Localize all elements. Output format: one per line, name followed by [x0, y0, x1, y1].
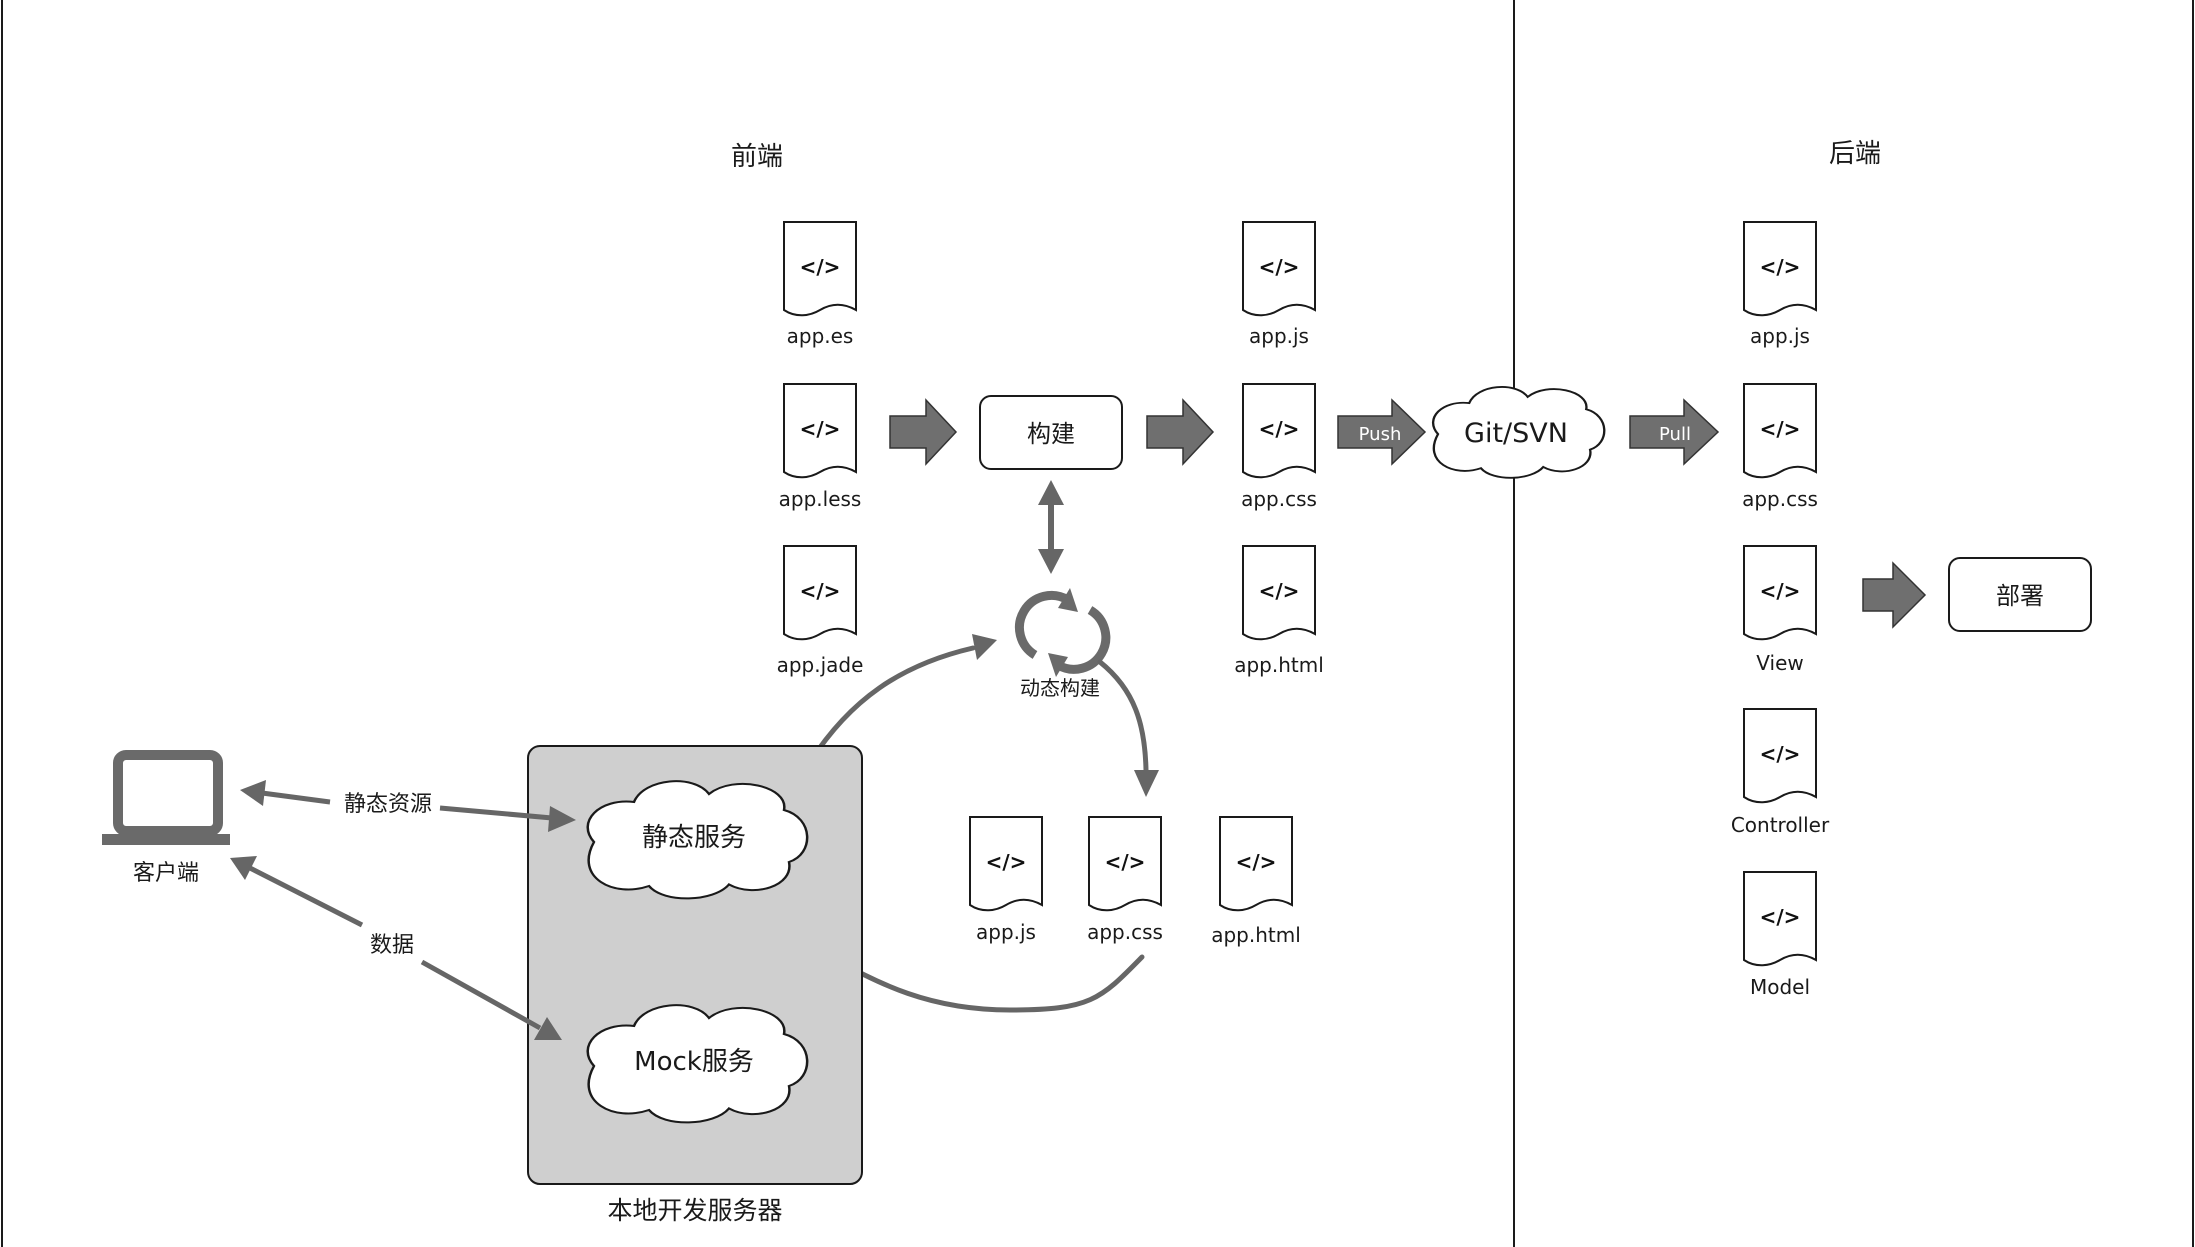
push-label: Push — [1359, 424, 1402, 445]
dynamic-file-app-css: </> app.css — [1087, 816, 1163, 944]
code-file-icon: </> — [1259, 417, 1300, 441]
data-label: 数据 — [370, 933, 414, 958]
deploy-label: 部署 — [1996, 582, 2044, 610]
build-box: 构建 — [979, 395, 1123, 470]
build-to-outputs-arrow — [1146, 398, 1215, 466]
code-file-icon: </> — [986, 850, 1027, 874]
file-label: app.less — [779, 487, 862, 511]
code-file-icon: </> — [1760, 417, 1801, 441]
file-label: app.jade — [777, 653, 864, 677]
build-label: 构建 — [1027, 420, 1075, 448]
code-file-icon: </> — [1259, 579, 1300, 603]
file-label: app.js — [976, 920, 1036, 944]
backend-file-controller: </> Controller — [1731, 708, 1830, 837]
code-file-icon: </> — [800, 255, 841, 279]
dev-server-label: 本地开发服务器 — [607, 1196, 782, 1225]
static-service-to-dynamic-build-arrow — [807, 634, 997, 765]
file-label: app.es — [787, 324, 854, 348]
frontend-section-title: 前端 — [731, 142, 783, 172]
refresh-cycle-icon — [1014, 588, 1111, 677]
file-label: Model — [1750, 975, 1810, 999]
file-label: app.js — [1249, 324, 1309, 348]
dynamic-build-to-outputs-arrow — [1097, 659, 1159, 797]
output-file-app-html: </> app.html — [1234, 545, 1324, 677]
code-file-icon: </> — [1760, 742, 1801, 766]
source-file-app-jade: </> app.jade — [777, 545, 864, 677]
client-label: 客户端 — [133, 861, 199, 886]
code-file-icon: </> — [800, 417, 841, 441]
pull-label: Pull — [1659, 424, 1691, 445]
output-file-app-css: </> app.css — [1241, 383, 1317, 511]
file-label: app.css — [1241, 487, 1317, 511]
backend-file-app-css: </> app.css — [1742, 383, 1818, 511]
code-file-icon: </> — [1236, 850, 1277, 874]
code-file-icon: </> — [1105, 850, 1146, 874]
backend-section-title: 后端 — [1829, 139, 1881, 169]
mock-service-label: Mock服务 — [634, 1047, 754, 1077]
dynamic-build-label: 动态构建 — [1020, 676, 1100, 700]
file-label: app.html — [1211, 923, 1301, 947]
code-file-icon: </> — [1760, 255, 1801, 279]
backend-file-model: </> Model — [1743, 871, 1817, 999]
push-arrow: Push — [1337, 398, 1427, 466]
sources-to-build-arrow — [889, 398, 958, 466]
file-label: Controller — [1731, 813, 1830, 837]
code-file-icon: </> — [1760, 905, 1801, 929]
file-label: app.html — [1234, 653, 1324, 677]
pull-arrow: Pull — [1629, 398, 1720, 466]
file-label: app.js — [1750, 324, 1810, 348]
file-label: app.css — [1087, 920, 1163, 944]
code-file-icon: </> — [800, 579, 841, 603]
git-svn-label: Git/SVN — [1464, 418, 1568, 449]
file-label: app.css — [1742, 487, 1818, 511]
static-resources-label: 静态资源 — [344, 792, 432, 817]
source-file-app-less: </> app.less — [779, 383, 862, 511]
view-to-deploy-arrow — [1862, 561, 1927, 629]
static-service-label: 静态服务 — [642, 823, 746, 853]
client-static-arrow — [240, 780, 576, 832]
dynamic-file-app-html: </> app.html — [1211, 816, 1301, 947]
client-mock-arrow — [230, 856, 562, 1040]
file-label: View — [1756, 651, 1803, 675]
code-file-icon: </> — [1259, 255, 1300, 279]
backend-file-app-js: </> app.js — [1743, 221, 1817, 348]
deploy-box: 部署 — [1948, 557, 2092, 632]
dynamic-file-app-js: </> app.js — [969, 816, 1043, 944]
laptop-icon — [102, 750, 230, 845]
backend-file-view: </> View — [1743, 545, 1817, 675]
source-file-app-es: </> app.es — [783, 221, 857, 348]
build-dynamic-double-arrow — [1038, 480, 1064, 574]
output-file-app-js: </> app.js — [1242, 221, 1316, 348]
code-file-icon: </> — [1760, 579, 1801, 603]
